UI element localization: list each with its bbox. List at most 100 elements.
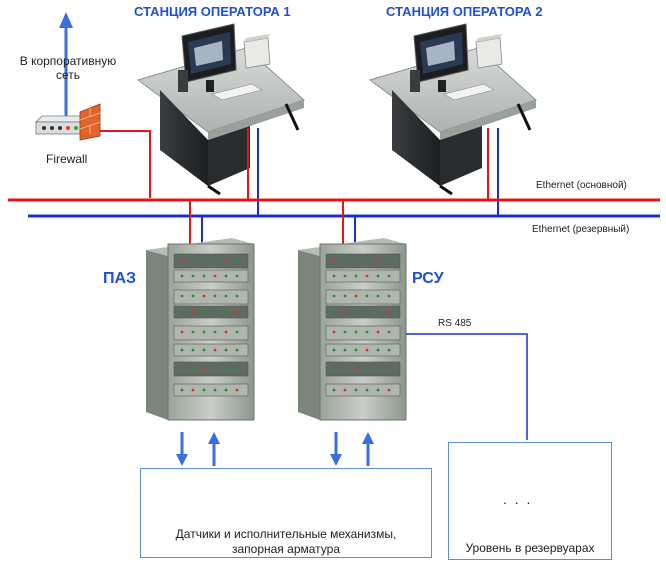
rack-indicator [191, 330, 195, 334]
rack-indicator [180, 274, 184, 278]
rack-indicator [224, 330, 228, 334]
rack-indicator [376, 348, 380, 352]
rack-module [173, 289, 249, 305]
rack-indicator [235, 274, 239, 278]
tank-level-box: . . . Уровень в резервуарах [448, 442, 612, 560]
rack-indicator [343, 348, 347, 352]
rack-indicator [213, 294, 217, 298]
paz-cabinet [146, 238, 255, 421]
rack-indicator [343, 366, 347, 370]
rack-module [325, 343, 401, 357]
rack-indicator [224, 274, 228, 278]
rack-indicator [365, 258, 369, 262]
rsu-down-arrow [330, 432, 342, 466]
rack-indicator [191, 294, 195, 298]
rack-indicator [376, 294, 380, 298]
rack-indicator [202, 330, 206, 334]
rack-indicator [213, 274, 217, 278]
rack-module [173, 269, 249, 283]
station-2-title: СТАНЦИЯ ОПЕРАТОРА 2 [386, 4, 543, 19]
rack-indicator [180, 310, 184, 314]
rack-indicator [332, 310, 336, 314]
rack-indicator [191, 258, 195, 262]
rack-indicator [376, 366, 380, 370]
field-devices-caption-line1: Датчики и исполнительные механизмы, [175, 527, 397, 541]
rack-indicator [213, 330, 217, 334]
rack-indicator [343, 294, 347, 298]
rack-module [325, 305, 401, 319]
rack-indicator [332, 366, 336, 370]
rack-module [325, 325, 401, 341]
rack-indicator [365, 388, 369, 392]
rack-indicator [202, 348, 206, 352]
rack-module [325, 289, 401, 305]
paz-up-arrow [208, 432, 220, 466]
corporate-label: В корпоративную сеть [12, 54, 124, 82]
rack-indicator [365, 310, 369, 314]
rack-indicator [180, 258, 184, 262]
rack-indicator [213, 348, 217, 352]
rack-indicator [354, 388, 358, 392]
rack-indicator [387, 366, 391, 370]
operator-station-2 [368, 23, 537, 196]
rsu-label: РСУ [412, 270, 444, 287]
rack-indicator [235, 310, 239, 314]
field-devices-caption-line2: запорная арматура [231, 542, 340, 556]
rack-indicator [213, 388, 217, 392]
rack-indicator [235, 388, 239, 392]
rack-module [173, 325, 249, 341]
rack-indicator [191, 274, 195, 278]
rack-indicator [343, 274, 347, 278]
rack-indicator [354, 348, 358, 352]
rsu-up-arrow [362, 432, 374, 466]
rack-indicator [224, 294, 228, 298]
corporate-arrow [59, 12, 73, 120]
rack-indicator [354, 258, 358, 262]
rack-indicator [180, 366, 184, 370]
rack-indicator [354, 330, 358, 334]
rack-indicator [202, 274, 206, 278]
firewall-icon [35, 103, 101, 141]
rack-indicator [387, 274, 391, 278]
rack-indicator [365, 330, 369, 334]
rack-indicator [224, 366, 228, 370]
rack-indicator [180, 330, 184, 334]
rack-indicator [343, 258, 347, 262]
rs485-label: RS 485 [438, 318, 472, 329]
rack-indicator [202, 366, 206, 370]
rack-indicator [354, 310, 358, 314]
rack-indicator [202, 310, 206, 314]
rack-indicator [191, 310, 195, 314]
rack-indicator [332, 274, 336, 278]
rs485-link [406, 333, 528, 440]
rack-indicator [376, 310, 380, 314]
corporate-label-line2: сеть [55, 68, 81, 82]
rack-indicator [191, 348, 195, 352]
paz-label: ПАЗ [103, 270, 137, 287]
corporate-label-line1: В корпоративную [19, 54, 117, 68]
rack-indicator [376, 388, 380, 392]
rack-module [173, 383, 249, 397]
rack-indicator [365, 274, 369, 278]
rack-indicator [213, 258, 217, 262]
rack-indicator [387, 330, 391, 334]
rack-indicator [235, 348, 239, 352]
rack-module [173, 305, 249, 319]
rack-indicator [224, 348, 228, 352]
rack-module [173, 361, 249, 377]
rack-indicator [332, 348, 336, 352]
gauge-ellipsis: . . . [503, 491, 533, 507]
rack-indicator [202, 388, 206, 392]
rack-indicator [376, 274, 380, 278]
rack-indicator [376, 330, 380, 334]
rack-indicator [387, 310, 391, 314]
rack-indicator [343, 310, 347, 314]
rack-module [173, 343, 249, 357]
rack-indicator [191, 388, 195, 392]
rack-indicator [343, 330, 347, 334]
rack-module [325, 253, 401, 269]
rack-indicator [191, 366, 195, 370]
rack-module [325, 383, 401, 397]
rack-module [325, 269, 401, 283]
rack-indicator [202, 258, 206, 262]
